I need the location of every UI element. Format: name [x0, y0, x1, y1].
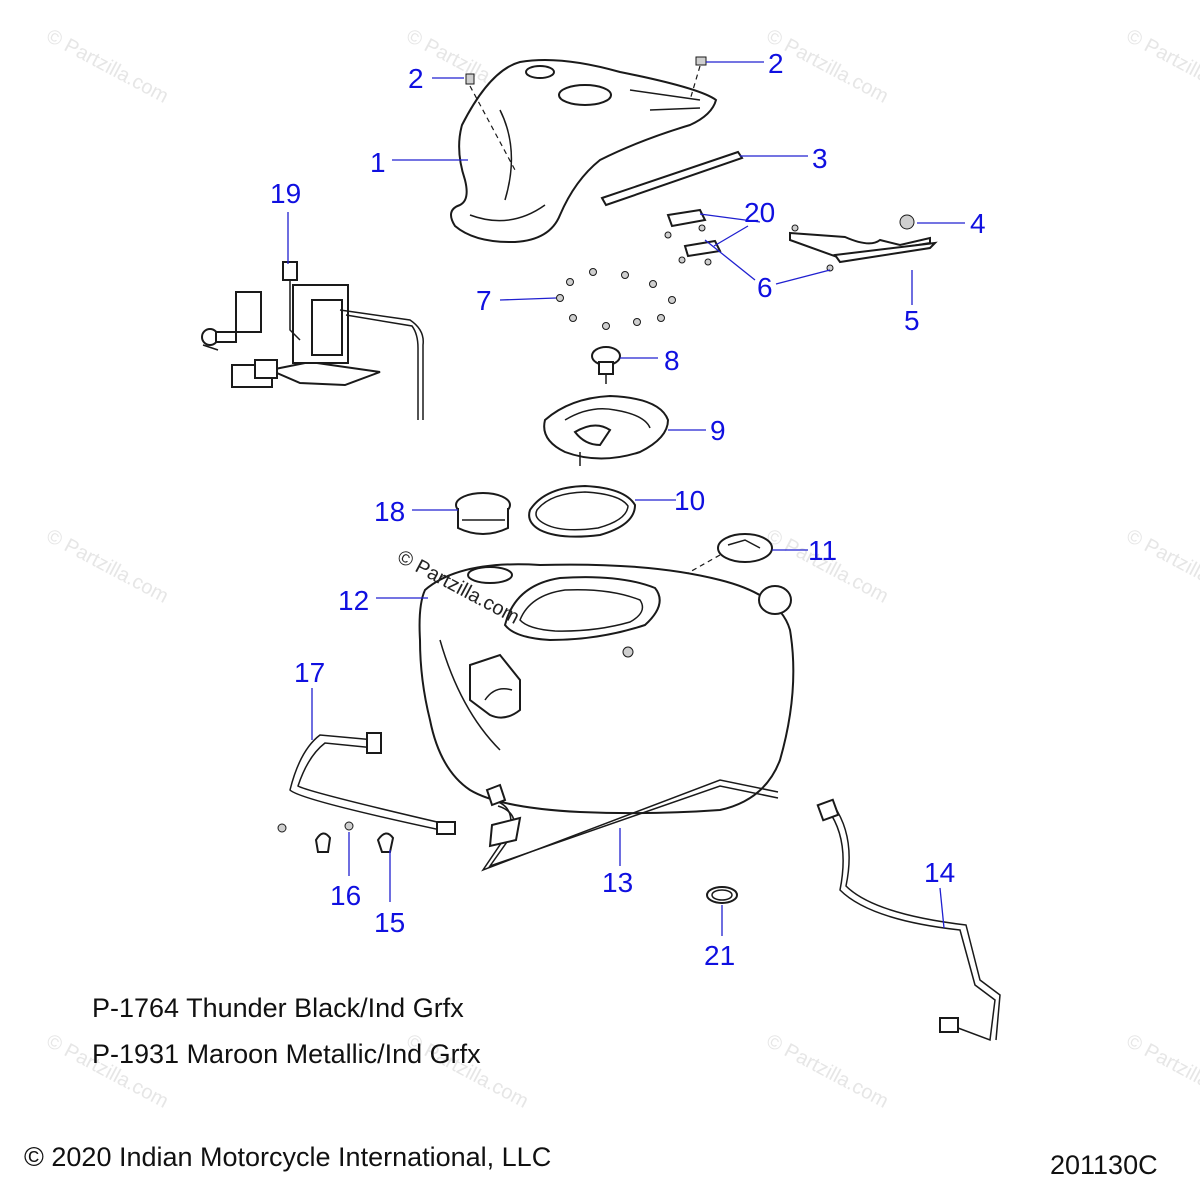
watermark: © Partzilla.com — [1123, 1030, 1200, 1113]
part-fuel-tank — [418, 563, 795, 815]
part-fuel-line — [481, 779, 779, 872]
part-mounting-plate — [543, 394, 670, 466]
part-console-cover — [450, 58, 718, 244]
callout-6: 6 — [757, 272, 773, 303]
callout-1: 1 — [370, 147, 386, 178]
callout-2-right: 2 — [768, 48, 784, 79]
part-fasteners — [277, 821, 395, 853]
part-vent-hose — [289, 732, 456, 835]
part-clips-nuts — [664, 208, 834, 272]
part-vent-valve — [591, 346, 621, 384]
callout-20: 20 — [744, 197, 775, 228]
part-hose — [816, 798, 1001, 1042]
watermark: © Partzilla.com — [43, 25, 172, 108]
leader-lines — [287, 61, 965, 936]
callout-17: 17 — [294, 657, 325, 688]
callout-9: 9 — [710, 415, 726, 446]
part-screws — [465, 56, 707, 171]
callout-2-left: 2 — [408, 63, 424, 94]
color-options: P-1764 Thunder Black/Ind Grfx P-1931 Mar… — [92, 985, 481, 1077]
callout-11: 11 — [808, 535, 837, 566]
callout-21: 21 — [704, 940, 735, 971]
part-bracket-plate — [789, 214, 938, 264]
callout-19: 19 — [270, 178, 301, 209]
diagram-id: 201130C — [1050, 1150, 1158, 1180]
color-option: P-1764 Thunder Black/Ind Grfx — [92, 993, 464, 1023]
callout-13: 13 — [602, 867, 633, 898]
callout-14: 14 — [924, 857, 955, 888]
watermark: © Partzilla.com — [763, 1030, 892, 1113]
callout-8: 8 — [664, 345, 680, 376]
part-trim-strip — [600, 150, 744, 207]
callout-5: 5 — [904, 305, 920, 336]
part-fuel-cap — [455, 492, 511, 535]
color-option: P-1931 Maroon Metallic/Ind Grfx — [92, 1039, 481, 1069]
callout-10: 10 — [674, 485, 705, 516]
callout-18: 18 — [374, 496, 405, 527]
copyright-notice: © 2020 Indian Motorcycle International, … — [24, 1142, 552, 1172]
callout-4: 4 — [970, 208, 986, 239]
callout-15: 15 — [374, 907, 405, 938]
callout-labels: 1 2 2 3 4 5 6 7 8 9 10 11 12 13 14 15 16… — [270, 48, 986, 971]
callout-16: 16 — [330, 880, 361, 911]
watermark: © Partzilla.com — [1123, 525, 1200, 608]
watermark: © Partzilla.com — [43, 525, 172, 608]
part-gasket — [528, 484, 637, 538]
part-bolt-ring — [556, 268, 676, 330]
callout-7: 7 — [476, 285, 492, 316]
part-fuel-pump — [201, 261, 424, 420]
part-clamp — [706, 886, 738, 904]
callout-12: 12 — [338, 585, 369, 616]
callout-3: 3 — [812, 143, 828, 174]
watermark: © Partzilla.com — [1123, 25, 1200, 108]
